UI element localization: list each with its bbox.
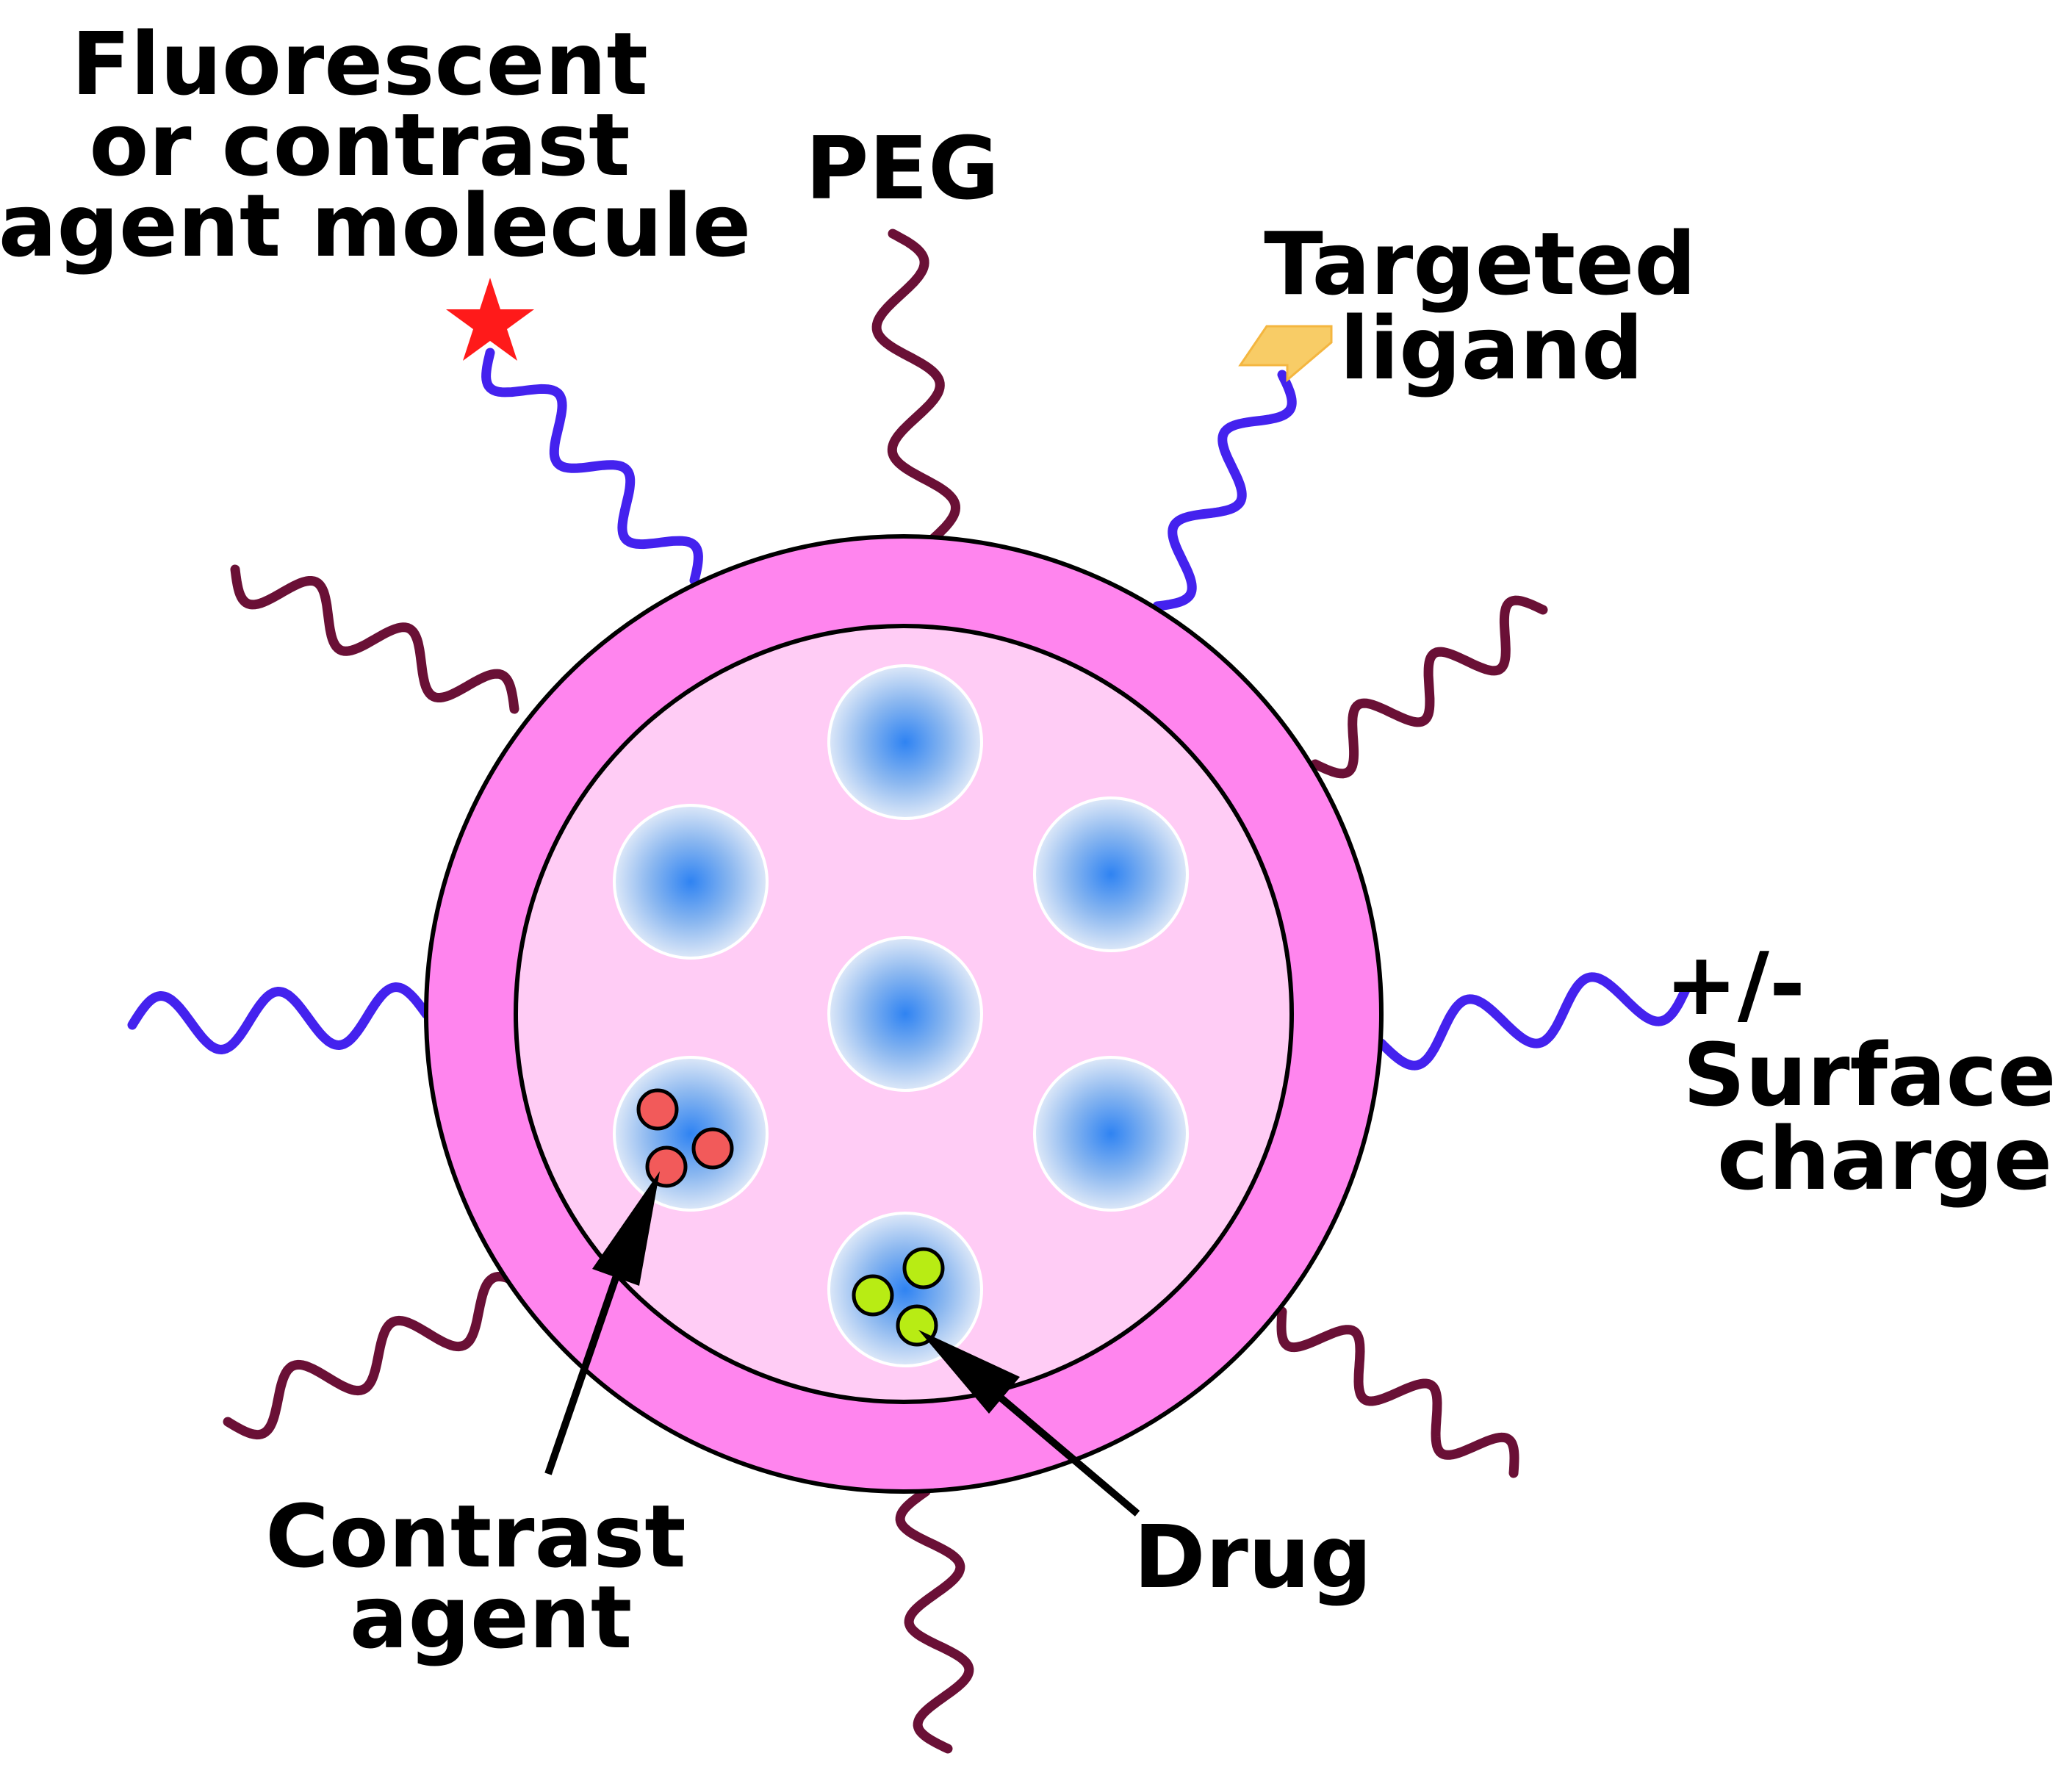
vesicle [827,936,983,1092]
peg-chain [1276,1306,1519,1478]
drug-particle [852,1274,894,1317]
contrast-agent-particles [636,1088,734,1188]
vesicle-with-contrast-agent [613,1056,769,1212]
contrast-agent-arrowhead [592,1171,660,1286]
drug-pointer [980,1380,1140,1517]
surface-charge-line-1: +/- [1665,933,1805,1035]
contrast-agent-pointer [544,1240,632,1475]
drug-label: Drug [1134,1506,1373,1608]
surface-charge-chain [127,982,431,1054]
surface-charge-line-3: charge [1717,1108,2052,1209]
drug-arrowhead [918,1330,1020,1414]
vesicle-with-drug [827,1212,983,1367]
peg-chain [871,229,960,545]
targeted-ligand-label: Targeted ligand [1264,213,1727,399]
peg-chain [895,1486,974,1754]
ligand-linker-chain [1152,370,1297,611]
contrast-agent-label: Contrast agent [265,1486,716,1668]
surface-charge-chain [1376,972,1691,1071]
contrast-agent-line-1: Contrast [265,1486,686,1587]
contrast-particle [636,1088,679,1131]
star-icon [446,278,534,361]
peg-chain [223,1271,534,1440]
peg-label: PEG [805,118,999,219]
fluorescent-label: Fluorescent or contrast agent molecule [0,13,751,276]
drug-particle [902,1247,945,1289]
surface-charge-line-2: Surface [1683,1024,2056,1126]
vesicle [1033,796,1189,952]
ligand-arrow-icon [1238,325,1333,383]
fluorescent-label-line-2: or contrast [89,94,630,195]
vesicle [827,664,983,820]
contrast-agent-line-2: agent [350,1566,633,1668]
pointer-arrows [544,1171,1140,1517]
surface-chains [127,229,1691,1754]
vesicles [613,664,1189,1367]
contrast-particle [691,1127,734,1170]
targeted-ligand-line-2: ligand [1339,298,1643,399]
peg-chain [230,564,519,714]
fluorescent-label-line-1: Fluorescent [71,13,648,115]
surface-charge-label: +/- Surface charge [1665,933,2072,1209]
targeted-ligand-line-1: Targeted [1264,213,1697,314]
contrast-particle [645,1145,688,1188]
vesicle [1033,1056,1189,1212]
fluorescent-label-line-3: agent molecule [0,175,751,276]
vesicle [613,804,769,960]
fluorophore-linker-chain [481,348,703,586]
peg-chain [1310,595,1548,779]
